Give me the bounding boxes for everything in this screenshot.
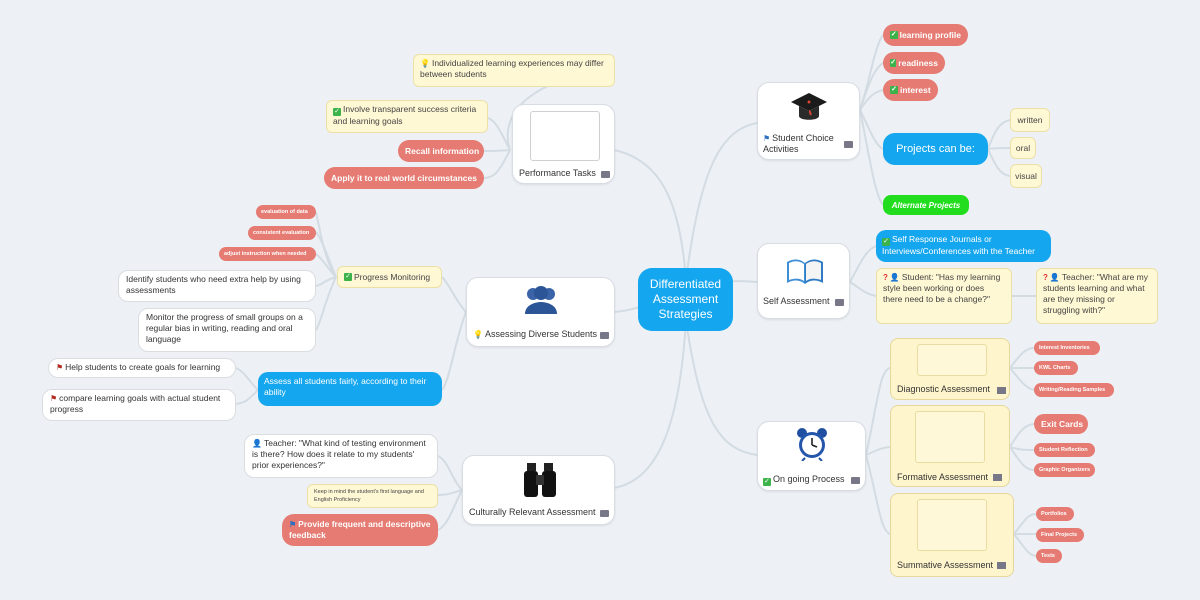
diagnostic-assessment-node[interactable]: Diagnostic Assessment xyxy=(890,338,1010,400)
alarm-clock-icon xyxy=(797,428,827,461)
image-icon xyxy=(844,141,853,148)
assessing-diverse-label: 💡Assessing Diverse Students xyxy=(473,329,598,339)
question-icon: ? xyxy=(883,273,888,282)
book-icon xyxy=(787,259,823,284)
student-choice-card[interactable]: ⚑Student Choice Activities xyxy=(757,82,860,160)
diagnostic-image xyxy=(917,344,987,376)
portfolios-tag[interactable]: Portfolios xyxy=(1036,507,1074,521)
diagnostic-label: Diagnostic Assessment xyxy=(897,384,991,394)
ongoing-process-label: ✓On going Process xyxy=(763,474,845,486)
flag-icon: ⚑ xyxy=(50,394,58,403)
performance-tasks-image xyxy=(530,111,600,161)
teacher-testing-question[interactable]: 👤Teacher: "What kind of testing environm… xyxy=(244,434,438,478)
exit-cards-tag[interactable]: Exit Cards xyxy=(1034,414,1088,434)
kwl-charts-tag[interactable]: KWL Charts xyxy=(1034,361,1078,375)
image-icon xyxy=(997,387,1006,394)
small-tag-adjust-instruction[interactable]: adjust instruction when needed xyxy=(219,247,316,261)
culturally-relevant-card[interactable]: Culturally Relevant Assessment xyxy=(462,455,615,525)
image-icon xyxy=(993,474,1002,481)
performance-tasks-label: Performance Tasks xyxy=(519,168,596,178)
projects-can-be-node[interactable]: Projects can be: xyxy=(883,133,988,165)
summative-label: Summative Assessment xyxy=(897,560,994,570)
root-title: Differentiated Assessment Strategies xyxy=(649,277,722,321)
root-topic[interactable]: Differentiated Assessment Strategies xyxy=(638,268,733,331)
question-icon: ? xyxy=(1043,273,1048,282)
success-criteria-note[interactable]: ✓Involve transparent success criteria an… xyxy=(326,100,488,133)
assess-fairly-node[interactable]: Assess all students fairly, according to… xyxy=(258,372,442,406)
keep-in-mind-note[interactable]: Keep in mind the student's first languag… xyxy=(307,484,438,508)
interest-tag[interactable]: ✓interest xyxy=(883,79,938,101)
lightbulb-icon: 💡 xyxy=(473,330,483,339)
flag-icon: ⚑ xyxy=(289,520,297,529)
project-oral[interactable]: oral xyxy=(1010,137,1036,159)
create-goals-node[interactable]: ⚑Help students to create goals for learn… xyxy=(48,358,236,378)
alternate-projects-tag[interactable]: Alternate Projects xyxy=(883,195,969,215)
tests-tag[interactable]: Tests xyxy=(1036,549,1062,563)
frequent-feedback-tag[interactable]: ⚑Provide frequent and descriptive feedba… xyxy=(282,514,438,546)
checkbox-icon: ✓ xyxy=(882,238,890,246)
apply-real-world-tag[interactable]: Apply it to real world circumstances xyxy=(324,167,484,189)
summative-assessment-node[interactable]: Summative Assessment xyxy=(890,493,1014,577)
formative-assessment-node[interactable]: Formative Assessment xyxy=(890,405,1010,487)
small-tag-consistent-evaluation[interactable]: consistent evaluation xyxy=(248,226,316,240)
checkbox-icon: ✓ xyxy=(344,273,352,281)
summative-image xyxy=(917,499,987,551)
person-icon: 👤 xyxy=(1049,273,1060,282)
image-icon xyxy=(601,171,610,178)
person-icon: 👤 xyxy=(252,439,262,448)
image-icon xyxy=(600,332,609,339)
recall-information-tag[interactable]: Recall information xyxy=(398,140,484,162)
person-icon: 👤 xyxy=(889,273,900,282)
binoculars-icon xyxy=(524,463,556,497)
final-projects-tag[interactable]: Final Projects xyxy=(1036,528,1084,542)
individualized-note[interactable]: 💡Individualized learning experiences may… xyxy=(413,54,615,87)
readiness-tag[interactable]: ✓readiness xyxy=(883,52,945,74)
checkbox-icon: ✓ xyxy=(763,478,771,486)
graduation-cap-icon xyxy=(791,93,827,120)
student-question-note[interactable]: ?👤Student: "Has my learning style been w… xyxy=(876,268,1012,324)
image-icon xyxy=(600,510,609,517)
checkbox-icon: ✓ xyxy=(890,31,898,39)
formative-image xyxy=(915,411,985,463)
image-icon xyxy=(851,477,860,484)
performance-tasks-card[interactable]: Performance Tasks xyxy=(512,104,615,184)
identify-students-node[interactable]: Identify students who need extra help by… xyxy=(118,270,316,302)
student-reflection-tag[interactable]: Student Reflection xyxy=(1034,443,1095,457)
culturally-relevant-label: Culturally Relevant Assessment xyxy=(469,507,596,517)
people-icon xyxy=(525,286,557,314)
flag-icon: ⚑ xyxy=(56,363,64,372)
small-tag-evaluation-of-data[interactable]: evaluation of data xyxy=(256,205,316,219)
image-icon xyxy=(835,299,844,306)
checkbox-icon: ✓ xyxy=(890,86,898,94)
self-response-journals-node[interactable]: ✓Self Response Journals or Interviews/Co… xyxy=(876,230,1051,262)
flag-icon: ⚑ xyxy=(763,134,771,143)
image-icon xyxy=(997,562,1006,569)
interest-inventories-tag[interactable]: Interest Inventories xyxy=(1034,341,1100,355)
project-written[interactable]: written xyxy=(1010,108,1050,132)
project-visual[interactable]: visual xyxy=(1010,164,1042,188)
checkbox-icon: ✓ xyxy=(333,108,341,116)
assessing-diverse-card[interactable]: 💡Assessing Diverse Students xyxy=(466,277,615,347)
student-choice-label: ⚑Student Choice Activities xyxy=(763,133,834,154)
writing-reading-samples-tag[interactable]: Writing/Reading Samples xyxy=(1034,383,1114,397)
learning-profile-tag[interactable]: ✓learning profile xyxy=(883,24,968,46)
compare-goals-node[interactable]: ⚑compare learning goals with actual stud… xyxy=(42,389,236,421)
progress-monitoring-node[interactable]: ✓Progress Monitoring xyxy=(337,266,442,288)
teacher-question-note[interactable]: ?👤Teacher: "What are my students learnin… xyxy=(1036,268,1158,324)
self-assessment-card[interactable]: Self Assessment xyxy=(757,243,850,319)
monitor-progress-node[interactable]: Monitor the progress of small groups on … xyxy=(138,308,316,352)
formative-label: Formative Assessment xyxy=(897,472,989,482)
ongoing-process-card[interactable]: ✓On going Process xyxy=(757,421,866,491)
checkbox-icon: ✓ xyxy=(890,59,897,67)
self-assessment-label: Self Assessment xyxy=(763,296,830,306)
lightbulb-icon: 💡 xyxy=(420,59,430,68)
graphic-organizers-tag[interactable]: Graphic Organizers xyxy=(1034,463,1095,477)
